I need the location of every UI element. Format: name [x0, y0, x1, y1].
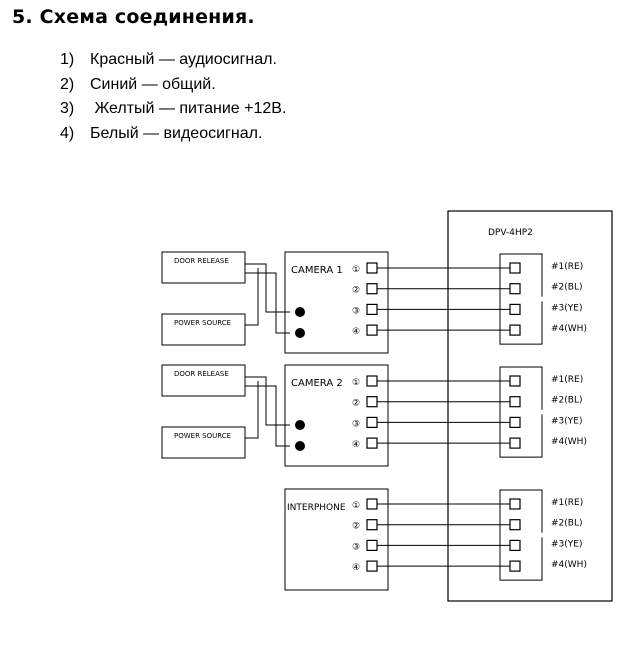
monitor-pin: [509, 519, 521, 531]
door-release-box-1: [161, 251, 246, 284]
wire-label: #2(BL): [551, 396, 582, 406]
list-number: 1): [60, 51, 75, 68]
pin-number: ②: [352, 399, 360, 409]
list-text: Желтый — питание +12В.: [90, 100, 287, 117]
terminal-dot: [295, 307, 305, 317]
pin-terminal: [366, 539, 378, 552]
list-item: 1) Красный — аудиосигнал.: [60, 48, 286, 73]
pin-terminal: [366, 519, 378, 531]
door-release-box-2: [161, 364, 246, 397]
wire-label: #3(YE): [551, 303, 582, 313]
page-title: 5. Схема соединения.: [12, 6, 255, 28]
power-source-label-1: POWER SOURCE: [174, 319, 231, 327]
pin-terminal: [366, 396, 378, 408]
monitor-pin: [509, 539, 521, 552]
pin-terminal: [366, 283, 378, 295]
pin-number: ②: [352, 522, 360, 532]
wire-color-list: 1) Красный — аудиосигнал. 2) Синий — общий…: [60, 48, 286, 146]
pin-number: ③: [352, 306, 360, 316]
pin-terminal: [366, 416, 378, 428]
list-number: 2): [60, 75, 75, 93]
door-release-label-1: DOOR RELEASE: [174, 257, 229, 265]
pin-number: ④: [352, 563, 360, 573]
power-source-box-1: [161, 313, 246, 346]
camera-1-group: DOOR RELEASE POWER SOURCE CAMERA 1: [161, 251, 389, 354]
pin-number: ①: [352, 265, 360, 275]
connector-bracket: [499, 253, 528, 345]
wire-label: #1(RE): [551, 262, 583, 272]
wire-label: #3(YE): [551, 416, 582, 426]
camera-1-label: CAMERA 1: [291, 265, 343, 276]
monitor-pin: [509, 437, 521, 449]
monitor-pin: [509, 498, 521, 510]
list-text: Белый — видеосигнал.: [90, 124, 263, 142]
wire-label: #4(WH): [551, 560, 587, 570]
monitor-pin: [509, 416, 521, 428]
pin-terminal: [366, 437, 378, 449]
terminal-dot: [295, 441, 305, 451]
connector-bracket: [499, 489, 528, 581]
pin-number: ①: [352, 501, 360, 511]
pin-terminal: [366, 560, 378, 572]
interphone-box: [284, 488, 389, 591]
pin-number: ③: [352, 419, 360, 429]
terminal-dot: [295, 328, 305, 338]
pin-number: ③: [352, 542, 360, 552]
power-source-box-2: [161, 426, 246, 459]
terminal-dot: [295, 420, 305, 430]
door-release-label-2: DOOR RELEASE: [174, 370, 229, 378]
monitor-pin: [509, 560, 521, 572]
wire-label: #3(YE): [551, 539, 582, 549]
wire-label: #4(WH): [551, 324, 587, 334]
camera-1-box: [284, 251, 389, 354]
wire-label: #1(RE): [551, 375, 583, 385]
camera-2-group: DOOR RELEASE POWER SOURCE CAMERA 2: [161, 364, 389, 467]
pin-terminals: ① #1(RE) ② #2(BL) ③ #3(YE) ④ #4(WH) ① #1(RE) ② #2(B…: [352, 253, 587, 581]
wire-label: #2(BL): [551, 519, 582, 529]
monitor-pin: [509, 303, 521, 315]
monitor-pin: [509, 262, 521, 274]
list-item: 3) Желтый — питание +12В.: [60, 97, 286, 122]
wire-label: #2(BL): [551, 283, 582, 293]
monitor-pin: [509, 375, 521, 387]
pin-terminal: [366, 262, 378, 274]
connector-bracket: [499, 366, 528, 458]
pin-terminal: [366, 303, 378, 315]
monitor-label: DPV-4HP2: [488, 228, 533, 238]
list-item: 4) Белый — видеосигнал.: [60, 122, 286, 147]
list-text: Красный — аудиосигнал.: [90, 51, 277, 68]
list-number: 3): [60, 100, 75, 117]
camera-2-box: [284, 364, 389, 467]
monitor-pin: [509, 396, 521, 408]
list-text: Синий — общий.: [90, 75, 216, 93]
camera-2-label: CAMERA 2: [291, 378, 343, 389]
interphone-label: INTERPHONE: [287, 503, 346, 513]
monitor-box: [447, 210, 613, 602]
pin-terminal: [366, 498, 378, 510]
pin-terminal: [366, 324, 378, 336]
monitor-pin: [509, 283, 521, 295]
pin-number: ④: [352, 440, 360, 450]
interphone-group: INTERPHONE: [284, 488, 389, 591]
pin-number: ④: [352, 327, 360, 337]
pin-number: ②: [352, 286, 360, 296]
list-number: 4): [60, 124, 75, 142]
monitor-pin: [509, 324, 521, 336]
pin-terminal: [366, 375, 378, 387]
wire-label: #4(WH): [551, 437, 587, 447]
wire-label: #1(RE): [551, 498, 583, 508]
power-source-label-2: POWER SOURCE: [174, 432, 231, 440]
pin-number: ①: [352, 378, 360, 388]
list-item: 2) Синий — общий.: [60, 73, 286, 98]
